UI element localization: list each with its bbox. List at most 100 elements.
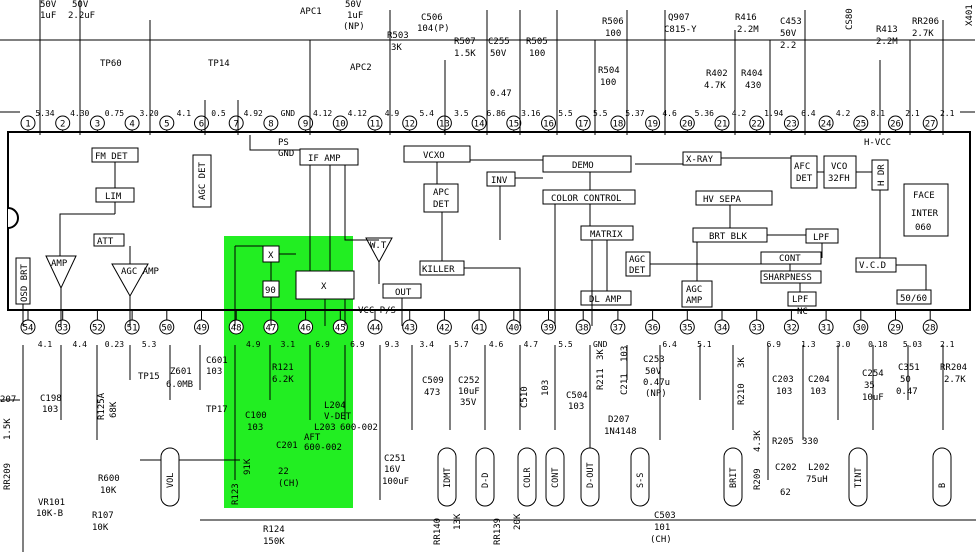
label-c251-v1: 16V — [384, 465, 401, 475]
bottom-pin: 425.7 — [436, 310, 469, 349]
top-pin: 175.5 — [575, 109, 608, 132]
bottom-pin: 34 — [714, 310, 730, 335]
top-pin: 24.30 — [55, 109, 90, 132]
top-pin-voltage: 5.36 — [695, 109, 714, 118]
label-cap3: 50V — [345, 0, 362, 10]
block-afc-det: DET — [796, 174, 813, 184]
bottom-pin-voltage: 5.03 — [903, 340, 922, 349]
label-c255-v2: 0.47 — [490, 89, 512, 99]
label-c504-val: 103 — [568, 402, 584, 412]
block-amp: AMP — [51, 259, 68, 269]
control-label: COLR — [523, 467, 533, 488]
bottom-pin-voltage: 4.1 — [38, 340, 53, 349]
bottom-pin-number: 43 — [404, 324, 415, 334]
label-r123-val: 91K — [243, 458, 253, 475]
top-pin-voltage: 4.12 — [348, 109, 367, 118]
top-pin: 165.5 — [541, 109, 573, 132]
label-c211-val: 103 — [620, 346, 630, 362]
label-tp60: TP60 — [100, 59, 122, 69]
top-pin-voltage: 8.1 — [871, 109, 886, 118]
bottom-pin-number: 28 — [925, 324, 936, 334]
label-r125a-val: 68K — [109, 401, 119, 418]
top-pin-voltage: 5.5 — [593, 109, 608, 118]
bottom-pin-voltage: 5.7 — [454, 340, 469, 349]
bottom-pin: 49 — [194, 310, 209, 335]
bottom-pin-voltage: 2.1 — [940, 340, 955, 349]
bottom-pin: 50 — [159, 310, 175, 335]
block-agc-amp: AGC AMP — [121, 267, 160, 277]
label-c253: C253 — [643, 355, 665, 365]
control-pod: BRIT — [723, 447, 743, 507]
label-cap3-val: 1uF — [347, 11, 363, 21]
top-pin: 194.6 — [645, 109, 677, 132]
block-sharpness: SHARPNESS — [763, 273, 812, 283]
bottom-pin-number: 36 — [647, 324, 658, 334]
control-label: S-S — [636, 473, 646, 488]
block-lim: LIM — [105, 192, 122, 202]
label-rr209: RR209 — [3, 463, 13, 490]
control-pod: CONT — [545, 447, 565, 507]
bottom-pin: 466.9 — [298, 310, 330, 349]
bottom-pin-voltage: 0.18 — [868, 340, 887, 349]
label-cap2-val: 2.2uF — [68, 11, 95, 21]
block-agc-det: AGC DET — [198, 161, 208, 200]
bottom-pin-number: 51 — [127, 324, 138, 334]
label-c198-val: 103 — [42, 405, 58, 415]
label-r210: R210 — [737, 383, 747, 405]
label-r124-val: 150K — [263, 537, 285, 547]
top-pin-voltage: 2.1 — [940, 109, 955, 118]
bottom-pin-voltage: GND — [593, 340, 608, 349]
top-pin: 146.86 — [471, 109, 506, 132]
label-c453-v1: 50V — [780, 29, 797, 39]
top-pin: 214.2 — [714, 109, 746, 132]
label-z601: Z601 — [170, 367, 192, 377]
bottom-pin: 336.9 — [749, 310, 781, 349]
top-pin-voltage: 5.34 — [35, 109, 54, 118]
label-r402: R402 — [706, 69, 728, 79]
label-c202-val: 62 — [780, 488, 791, 498]
block-nc: NC — [797, 307, 808, 317]
top-pin: 43.20 — [124, 109, 159, 132]
label-c504: C504 — [566, 391, 588, 401]
label-c254: C254 — [862, 369, 884, 379]
block-interface-060: 060 — [915, 223, 931, 233]
block-fm-det: FM DET — [95, 152, 128, 162]
bottom-pin: 414.6 — [471, 310, 504, 349]
top-pin: 258.1 — [853, 109, 886, 132]
bottom-pin: 282.1 — [922, 310, 955, 349]
control-label: VOL — [166, 473, 176, 488]
label-vr101-val: 10K-B — [36, 509, 63, 519]
triangles — [45, 237, 393, 298]
control-label: D-D — [481, 473, 491, 488]
top-pin-number: 16 — [543, 120, 554, 130]
control-pod: D-D — [475, 447, 495, 507]
block-hv-sepa: HV SEPA — [703, 195, 742, 205]
label-apc2: APC2 — [350, 63, 372, 73]
bottom-pin-number: 46 — [300, 324, 311, 334]
bottom-pin-voltage: 6.9 — [315, 340, 330, 349]
label-tp15: TP15 — [138, 372, 160, 382]
label-c202: C202 — [775, 463, 797, 473]
label-c503-val: 101 — [654, 523, 670, 533]
bottom-pin: 456.9 — [332, 310, 365, 349]
block-x-ray: X-RAY — [686, 155, 714, 165]
label-c201-val: 22 — [278, 467, 289, 477]
top-pin-voltage: 3.5 — [454, 109, 469, 118]
top-pin-number: 20 — [682, 120, 693, 130]
label-c509-val: 473 — [424, 388, 440, 398]
control-pod: COLR — [517, 447, 537, 507]
label-r209-val: 4.3K — [753, 430, 763, 452]
bottom-pin: 515.3 — [124, 310, 157, 349]
bottom-pin-voltage: 3.4 — [419, 340, 434, 349]
block-vcxo: VCXO — [423, 151, 445, 161]
label-r600-val: 10K — [100, 486, 117, 496]
label-cap2: 50V — [72, 0, 89, 10]
label-r211-val: 3K — [596, 349, 606, 360]
block-apc-det: DET — [433, 200, 450, 210]
label-c211: C211 — [620, 373, 630, 395]
label-rr139-val: 20K — [513, 513, 523, 530]
label-cap1: 50V — [40, 0, 57, 10]
block-apc: APC — [433, 188, 449, 198]
top-pin-number: 6 — [199, 120, 204, 130]
